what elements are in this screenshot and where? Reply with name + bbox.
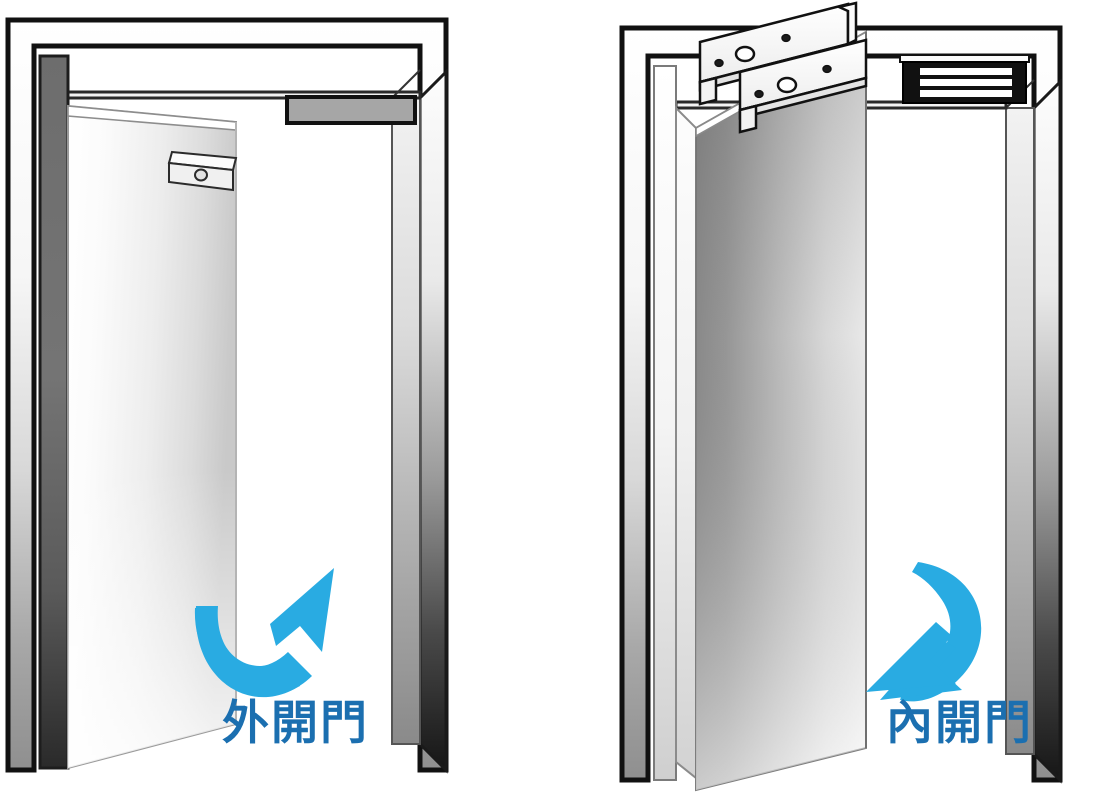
z-bracket-assembly	[698, 1, 868, 134]
armature-plate-bolt-hole	[194, 168, 208, 182]
label-outward-door: 外開門	[222, 696, 369, 751]
door-frame-right-jamb-right-panel	[1005, 78, 1062, 784]
swing-arrow-inward	[866, 562, 982, 702]
magnetic-lock-body-left	[285, 95, 417, 125]
armature-plate-left	[167, 150, 238, 192]
label-inward-door: 內開門	[886, 696, 1033, 751]
door-leaf-right	[675, 30, 867, 792]
hinge-jamb-strip-left	[38, 54, 70, 770]
door-leaf-edge-right	[675, 105, 697, 781]
swing-arrow-outward	[194, 568, 334, 698]
panel-outward-door	[5, 17, 449, 774]
hinge-jamb-strip-right	[653, 65, 677, 781]
door-frame-right-jamb-left-panel	[391, 68, 448, 774]
frame-miter-line-left	[391, 69, 421, 99]
magnetic-lock-body-right	[899, 54, 1030, 104]
magnet-top-cap-right	[899, 54, 1030, 63]
panel-inward-door	[619, 1, 1063, 792]
z-bracket-lower-plate	[738, 38, 868, 134]
door-leaf-left	[67, 104, 237, 770]
